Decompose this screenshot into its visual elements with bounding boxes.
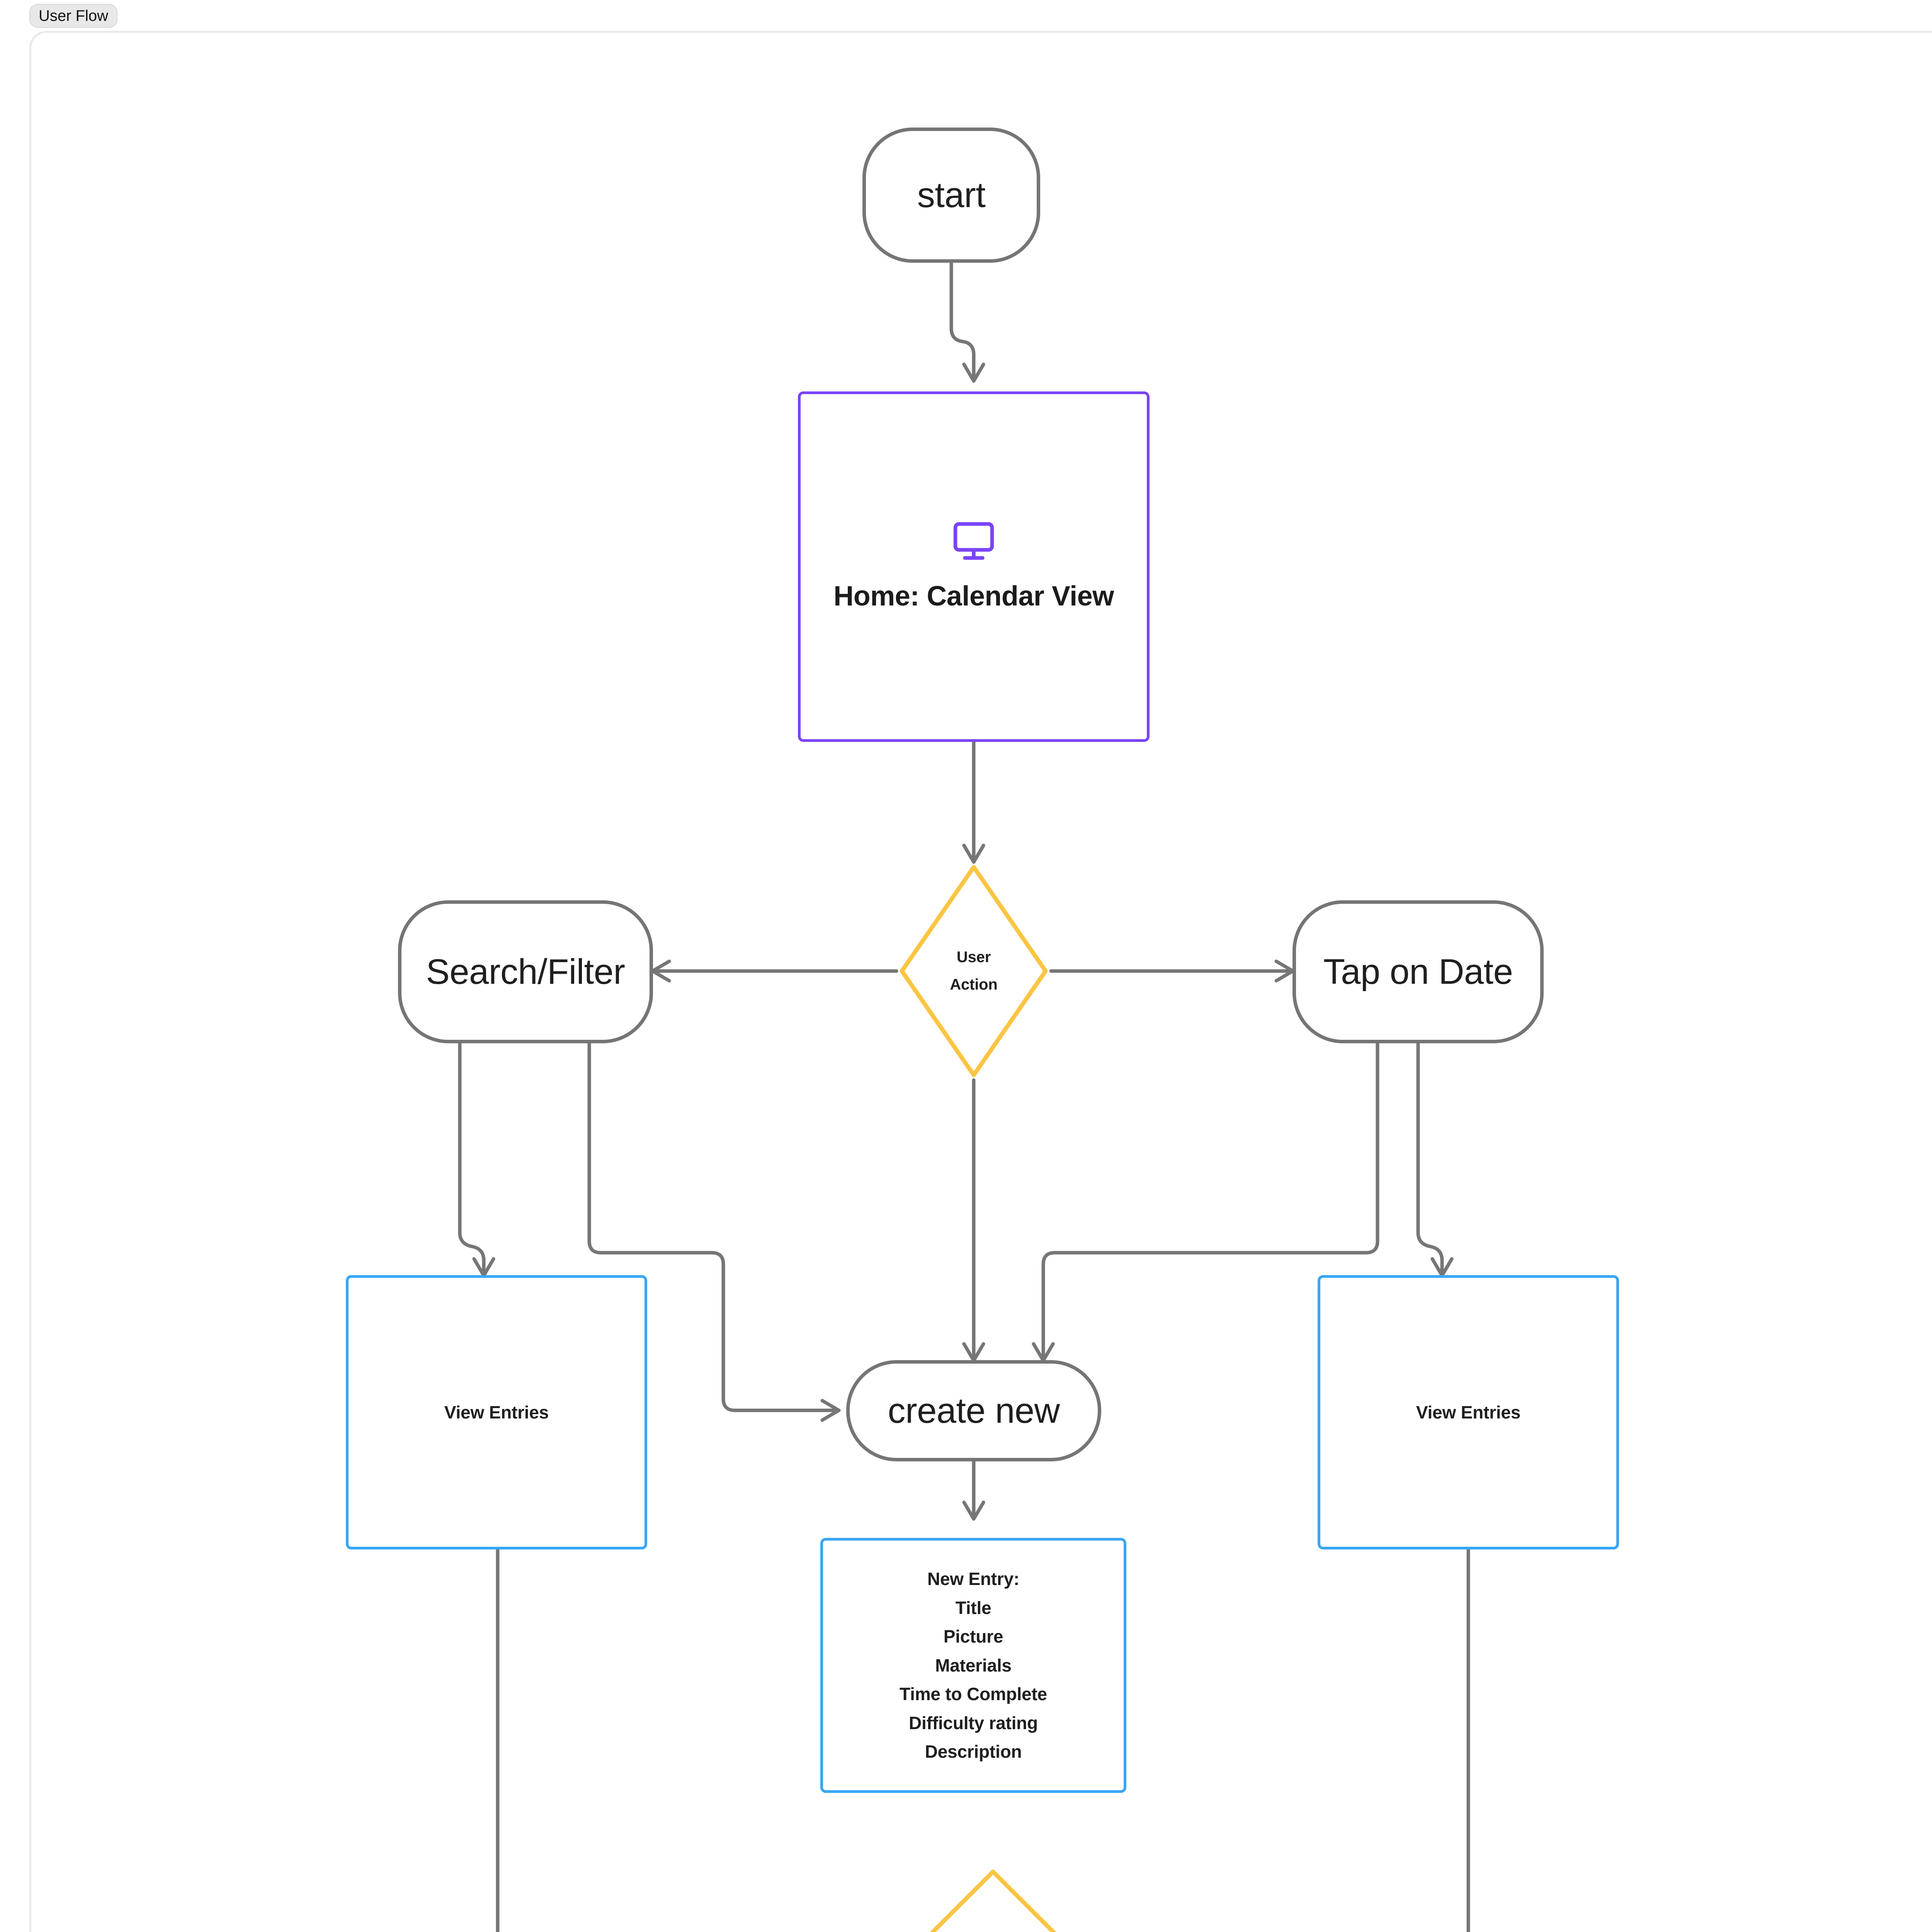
diamond-shape-bottom — [930, 1869, 1056, 1932]
node-decision-user-action-bottom[interactable]: User Action — [885, 1866, 1101, 1932]
node-new-entry-lines: New Entry: Title Picture Materials Time … — [900, 1565, 1047, 1766]
node-home-title: Home: Calendar View — [833, 580, 1114, 614]
diamond-shape-top — [900, 865, 1048, 1077]
node-search-filter-label: Search/Filter — [426, 952, 626, 992]
node-decision-user-action-top[interactable]: User Action — [896, 862, 1051, 1080]
node-create-new[interactable]: create new — [846, 1360, 1101, 1461]
node-new-entry-line-4: Time to Complete — [900, 1684, 1047, 1704]
node-start[interactable]: start — [862, 128, 1040, 263]
node-decision-top-line2: Action — [950, 976, 998, 993]
node-tap-on-date-label: Tap on Date — [1323, 952, 1513, 992]
node-decision-top-label: User Action — [896, 862, 1051, 1080]
node-view-entries-right[interactable]: View Entries — [1318, 1275, 1619, 1549]
node-home-calendar-view[interactable]: Home: Calendar View — [798, 391, 1150, 742]
node-view-entries-left[interactable]: View Entries — [346, 1275, 647, 1549]
node-new-entry[interactable]: New Entry: Title Picture Materials Time … — [820, 1538, 1126, 1793]
node-new-entry-line-2: Picture — [943, 1626, 1003, 1647]
node-tap-on-date[interactable]: Tap on Date — [1293, 900, 1544, 1043]
frame-label[interactable]: User Flow — [29, 4, 118, 28]
node-new-entry-line-5: Difficulty rating — [909, 1713, 1038, 1733]
node-home-title-line1: Home: — [833, 580, 919, 612]
monitor-icon — [951, 520, 997, 563]
node-search-filter[interactable]: Search/Filter — [398, 900, 653, 1043]
node-new-entry-line-6: Description — [925, 1742, 1022, 1762]
node-new-entry-line-3: Materials — [935, 1655, 1012, 1675]
node-view-entries-right-label: View Entries — [1416, 1402, 1521, 1422]
node-home-title-line2: Calendar View — [927, 580, 1114, 612]
node-new-entry-line-1: Title — [955, 1597, 992, 1618]
node-start-label: start — [917, 175, 986, 215]
node-view-entries-left-label: View Entries — [444, 1402, 549, 1422]
node-new-entry-line-0: New Entry: — [927, 1569, 1020, 1589]
node-decision-bottom-label: User Action — [885, 1866, 1101, 1932]
node-create-new-label: create new — [888, 1391, 1060, 1430]
node-decision-top-line1: User — [956, 948, 991, 966]
